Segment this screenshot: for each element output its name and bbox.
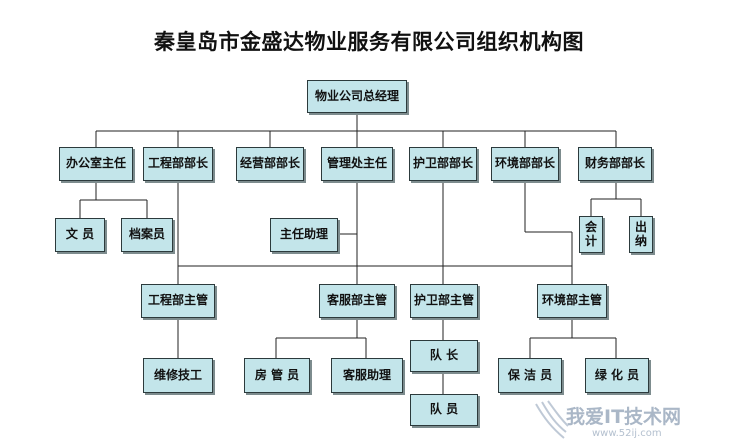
node-cashier-line2: 纳 <box>634 233 647 248</box>
node-housing-officer: 房 管 员 <box>244 358 310 393</box>
node-team-member: 队 员 <box>410 394 478 426</box>
node-accountant-line2: 计 <box>584 233 597 248</box>
node-cashier: 出 纳 <box>629 216 653 253</box>
node-cashier-line1: 出 <box>634 219 647 234</box>
watermark: 我爱IT技术网 www.52ij.com <box>530 398 735 444</box>
node-engineering-head: 工程部部长 <box>143 147 213 181</box>
node-general-manager: 物业公司总经理 <box>307 80 407 113</box>
node-maintenance-tech: 维修技工 <box>143 358 213 393</box>
watermark-url: www.52ij.com <box>592 428 662 439</box>
node-accountant-line1: 会 <box>584 219 597 234</box>
node-gardener: 绿 化 员 <box>585 358 649 393</box>
node-director-assistant-label: 主任助理 <box>279 227 328 242</box>
node-engineering-supervisor: 工程部主管 <box>141 284 215 318</box>
node-director-assistant: 主任助理 <box>270 218 338 252</box>
node-accountant: 会 计 <box>579 216 603 253</box>
node-office-head: 办公室主任 <box>59 147 133 181</box>
wing-logo-icon <box>535 400 569 439</box>
node-team-captain: 队 长 <box>410 340 478 372</box>
node-environment-head: 环境部部长 <box>491 147 559 181</box>
node-business-head: 经营部部长 <box>236 147 304 181</box>
node-guard-head: 护卫部部长 <box>409 147 477 181</box>
node-clerk: 文 员 <box>55 218 105 252</box>
watermark-text: 我爱IT技术网 <box>566 406 682 428</box>
node-archivist: 档案员 <box>121 218 173 252</box>
node-service-assistant: 客服助理 <box>331 358 403 393</box>
node-environment-supervisor: 环境部主管 <box>537 284 607 318</box>
node-guard-supervisor: 护卫部主管 <box>410 284 478 318</box>
node-finance-head: 财务部部长 <box>578 147 652 181</box>
chart-title: 秦皇岛市金盛达物业服务有限公司组织机构图 <box>154 29 584 54</box>
node-management-head: 管理处主任 <box>321 147 393 181</box>
node-cleaner: 保 洁 员 <box>498 358 562 393</box>
node-service-supervisor: 客服部主管 <box>319 284 395 318</box>
